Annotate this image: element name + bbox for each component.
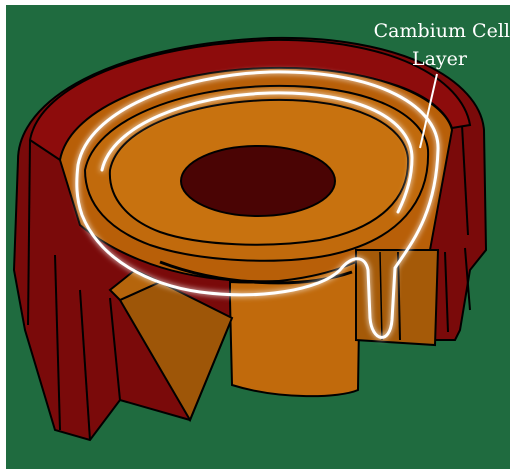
pith <box>181 146 335 216</box>
cambium-label-line1: Cambium Cell <box>374 20 510 42</box>
cambium-label-line2: Layer <box>412 48 468 70</box>
